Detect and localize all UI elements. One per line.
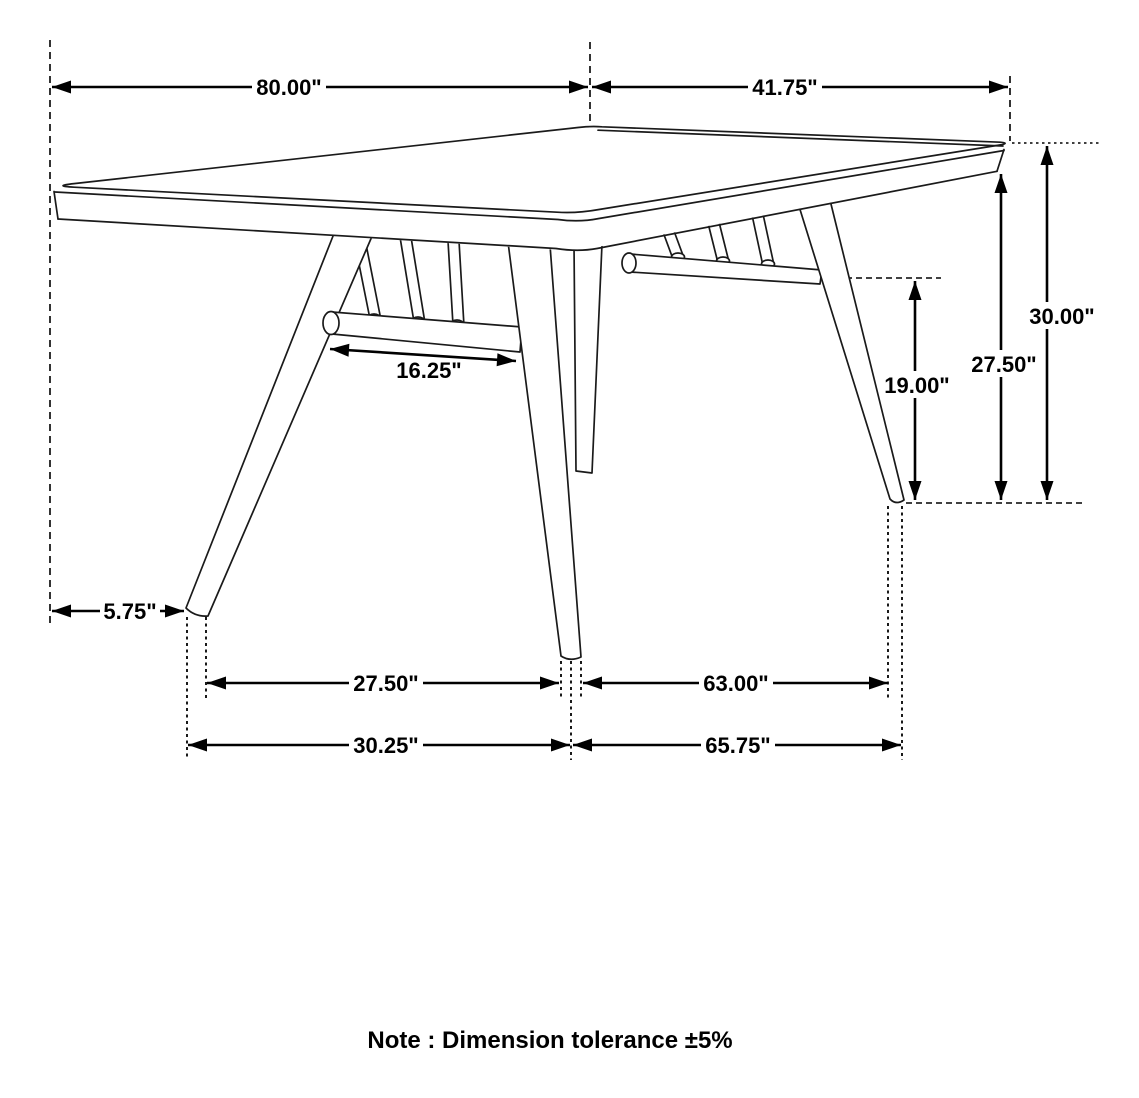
tabletop-surface: [62, 125, 1006, 214]
dim-label-front-feet-inner: 27.50": [353, 671, 418, 696]
dim-front-feet-inner: 27.50": [207, 670, 559, 696]
rear-far-leg: [573, 243, 603, 474]
dim-length-top: 80.00": [52, 74, 588, 100]
dim-front-feet-outer: 30.25": [188, 732, 570, 758]
dim-label-length-top: 80.00": [256, 75, 321, 100]
left-spindle-3: [447, 240, 465, 327]
dim-label-apron-height: 27.50": [971, 352, 1036, 377]
dim-label-front-feet-outer: 30.25": [353, 733, 418, 758]
apron-right-end: [996, 148, 1005, 173]
tolerance-note: Note : Dimension tolerance ±5%: [367, 1027, 732, 1054]
apron-left-end: [53, 190, 59, 220]
dim-label-depth-top: 41.75": [752, 75, 817, 100]
dim-foot-inset: 5.75": [52, 597, 184, 624]
dim-overall-height: 30.00": [1026, 146, 1098, 500]
dim-label-stretcher-height: 19.00": [884, 373, 949, 398]
dim-apron-height: 27.50": [968, 174, 1040, 500]
dim-stretcher-length: 16.25": [329, 343, 517, 383]
dim-depth-top: 41.75": [592, 74, 1008, 100]
front-right-leg: [507, 241, 582, 661]
left-stretcher-bar: [331, 311, 523, 353]
dim-label-overall-height: 30.00": [1029, 304, 1094, 329]
rear-right-leg: [797, 199, 905, 504]
dim-side-feet-inner: 63.00": [583, 670, 888, 696]
table-drawing: [52, 125, 1009, 661]
dimension-annotations: 80.00" 41.75" 30.00" 27.50" 19.00": [49, 40, 1102, 760]
dim-label-stretcher-length: 16.25": [396, 358, 461, 383]
left-stretcher-cap: [322, 310, 340, 336]
dim-stretcher-height: 19.00": [882, 281, 952, 500]
dim-side-feet-outer: 65.75": [573, 732, 901, 758]
right-stretcher-cap: [621, 252, 637, 274]
left-spindle-2: [399, 236, 426, 324]
tabletop-far-edge: [597, 129, 1004, 147]
dim-label-side-feet-inner: 63.00": [703, 671, 768, 696]
tabletop-bevel-edge: [54, 149, 1005, 222]
dim-label-side-feet-outer: 65.75": [705, 733, 770, 758]
dim-label-foot-inset: 5.75": [103, 599, 156, 624]
front-left-leg: [185, 230, 374, 617]
tabletop-fill: [52, 126, 1009, 251]
apron-bottom-edge: [57, 170, 998, 252]
right-spindle-3: [751, 213, 775, 267]
